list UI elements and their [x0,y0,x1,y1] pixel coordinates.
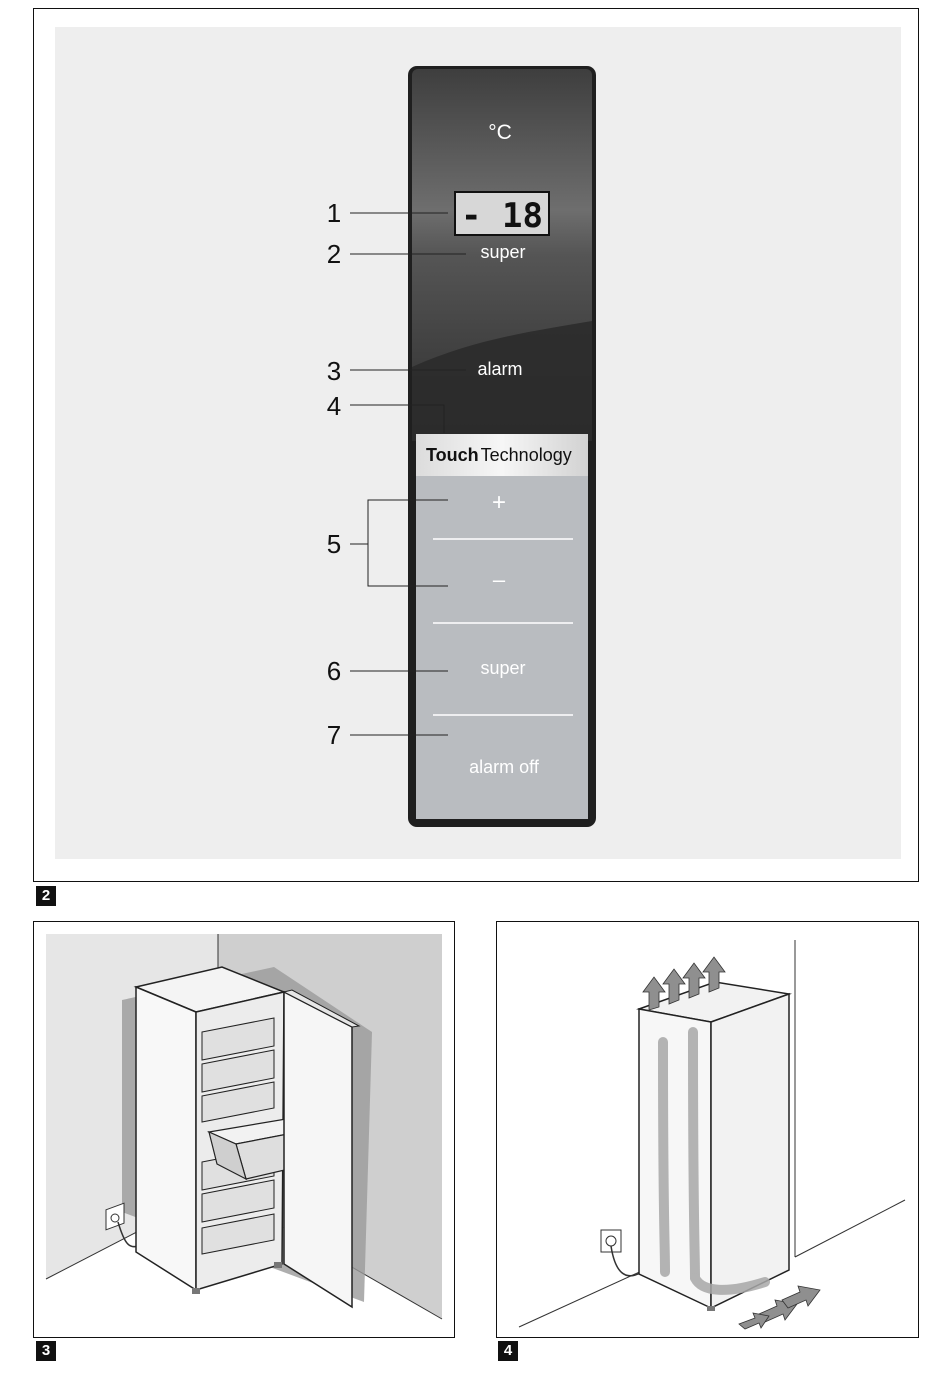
super-button[interactable]: super [480,658,525,678]
exhaust-arrow-3 [682,962,706,999]
airflow-intake-arrows [738,1285,821,1330]
temperature-display [454,191,550,236]
socket-hole [110,1213,120,1223]
figure-2-tag: 2 [36,886,56,906]
cabinet-front [710,992,790,1310]
alarm-indicator-label: alarm [477,359,522,379]
open-freezer-illustration [45,934,443,1327]
exhaust-arrow-4 [702,956,726,993]
wall-socket [105,1202,125,1231]
callout-line-4 [350,404,445,433]
callout-1: 1 [327,198,341,228]
minus-button[interactable]: – [493,567,506,592]
figure-4-tag: 4 [498,1341,518,1361]
plus-button[interactable]: + [492,489,506,516]
open-drawer-side [208,1130,247,1181]
cabinet-foot-left [192,1288,200,1294]
callout-7: 7 [327,720,341,750]
cabinet-foot [707,1306,715,1311]
airflow-intake-front [690,1273,770,1295]
airflow-paths [658,1027,770,1295]
cabinet-side [135,985,197,1292]
touch-area [416,476,588,819]
intake-arrow-2 [781,1285,821,1309]
exhaust-arrow-1 [642,976,666,1011]
panel-reflection [412,321,592,441]
figure-3-tag: 3 [36,1341,56,1361]
intake-arrow-3 [738,1312,770,1330]
unit-label: °C [488,121,512,144]
airflow-rising-right [688,1027,700,1283]
callout-4: 4 [327,391,341,421]
drawer-6 [201,1213,275,1255]
callout-3: 3 [327,356,341,386]
drawer-2 [201,1049,275,1093]
super-indicator-label: super [480,242,525,262]
callout-bracket-5 [367,499,448,587]
touch-technology-strip [416,434,588,476]
brand-touch-bold: Touch [426,445,479,465]
open-door [283,990,353,1309]
alarm-off-button[interactable]: alarm off [469,757,540,777]
power-cord [610,1245,643,1277]
callout-5: 5 [327,529,341,559]
airflow-rising-left [658,1037,670,1277]
figure-3-frame [33,921,455,1338]
door-edge [282,989,361,1028]
airflow-illustration [518,940,906,1330]
cabinet-foot-right [274,1262,282,1268]
callout-6: 6 [327,656,341,686]
figure-4-frame [496,921,919,1338]
wall-socket [600,1229,622,1253]
temperature-display-value: - 18 [461,196,543,236]
airflow-up-arrows [642,956,726,1011]
exhaust-arrow-2 [662,968,686,1005]
floor-line-back [794,1199,906,1258]
callout-2: 2 [327,239,341,269]
drawer-1 [201,1017,275,1061]
cabinet-side [638,1008,712,1310]
brand-technology: Technology [481,445,572,465]
drawer-3 [201,1081,275,1123]
drawer-5 [201,1179,275,1223]
